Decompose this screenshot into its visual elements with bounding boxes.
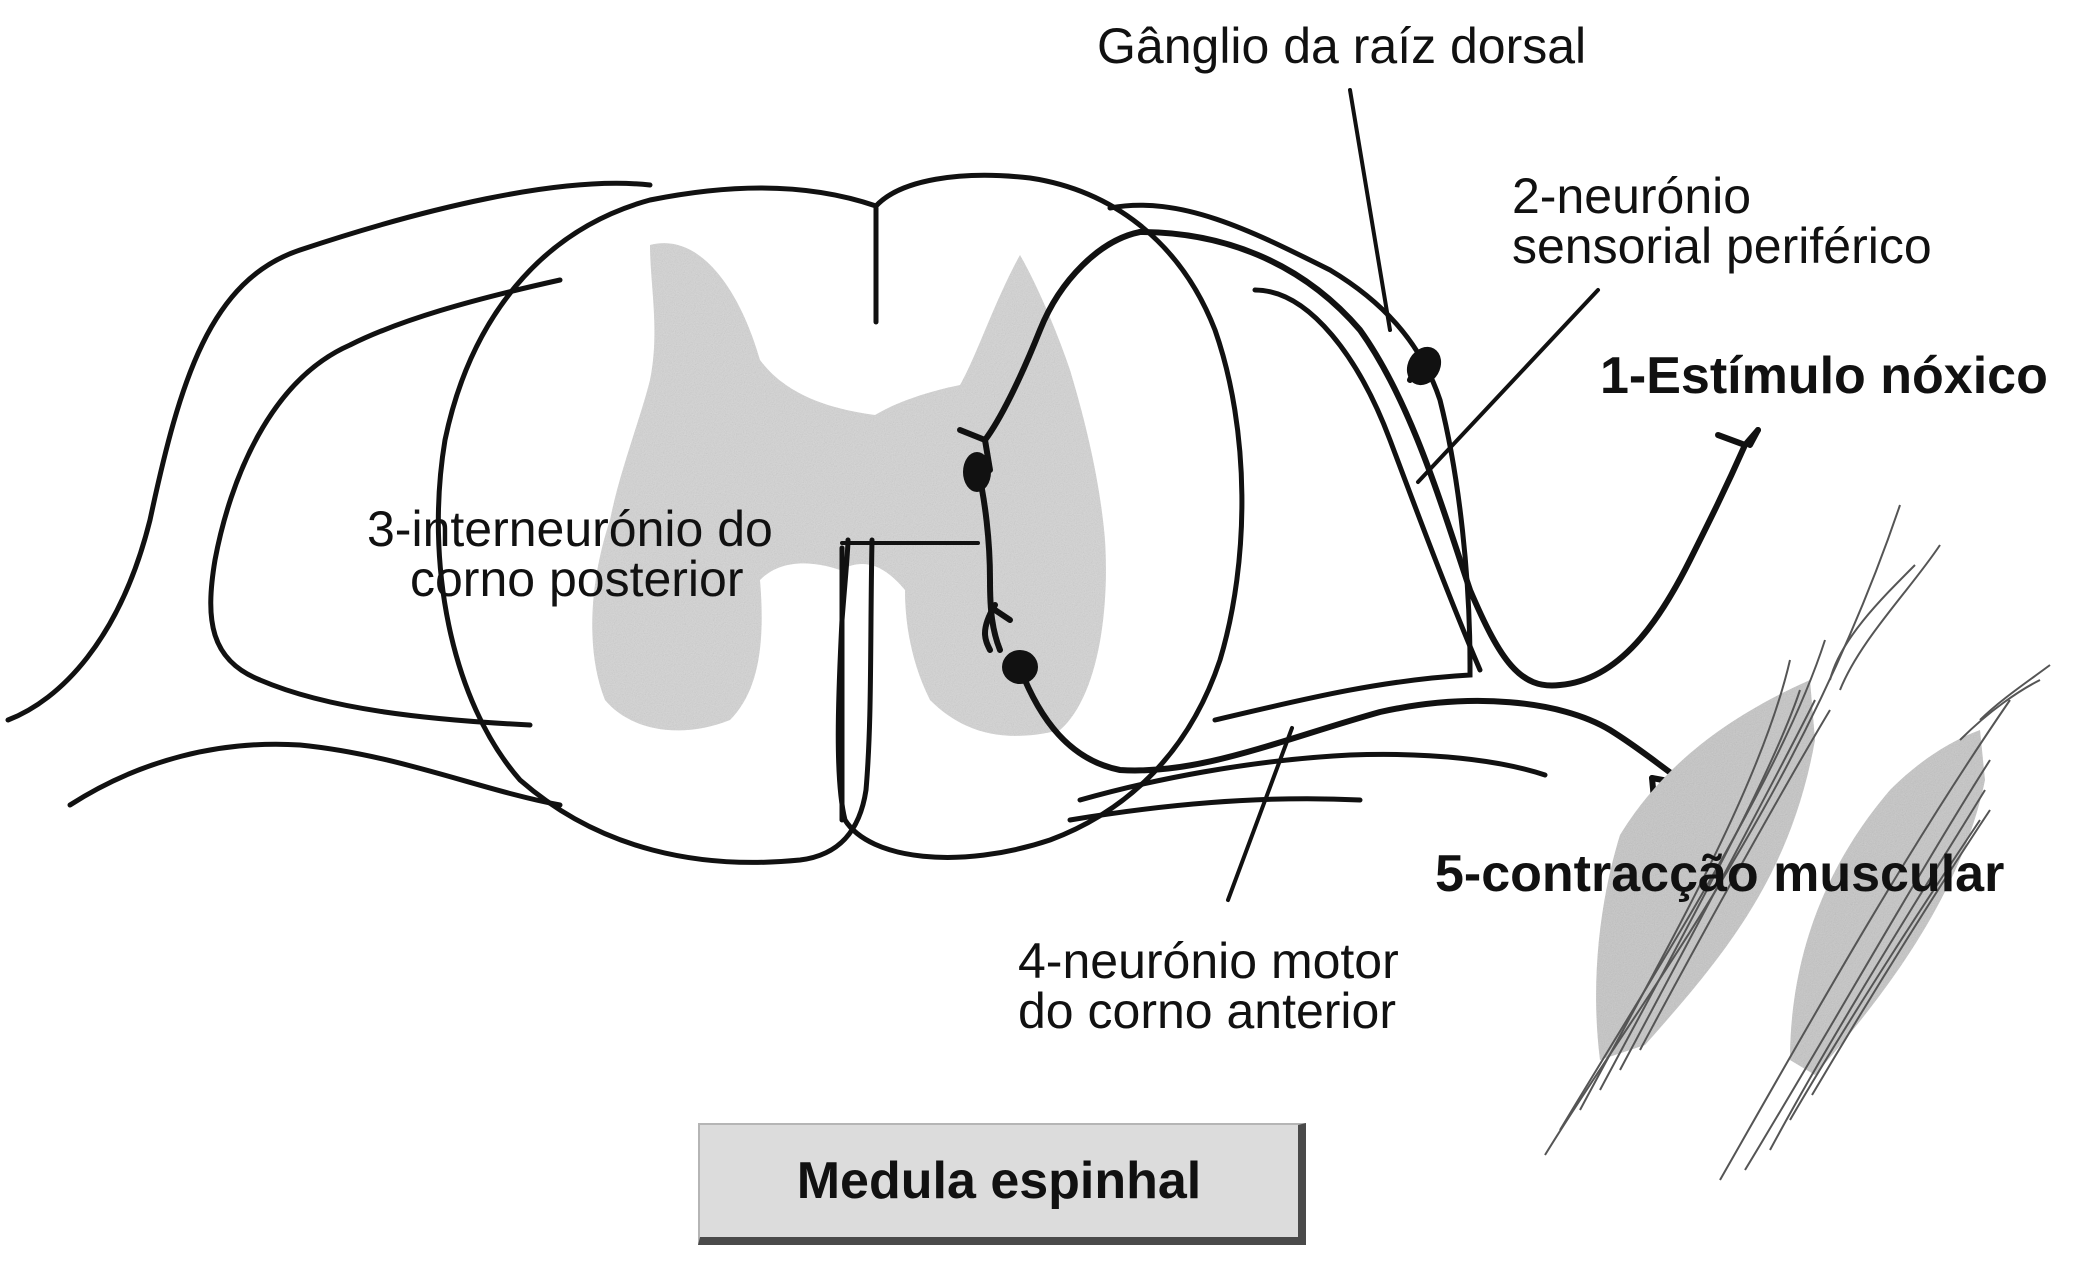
label-sensory-line2: sensorial periférico bbox=[1512, 220, 1932, 272]
leader-ganglion bbox=[1350, 90, 1390, 330]
title-box: Medula espinhal bbox=[698, 1123, 1306, 1245]
label-sensory-line1: 2-neurónio bbox=[1512, 170, 1751, 222]
muscle-fibers bbox=[1545, 505, 2050, 1180]
label-muscle: 5-contracção muscular bbox=[1435, 848, 2004, 900]
ganglion-cell-body bbox=[1400, 341, 1448, 392]
label-interneuron-line1: 3-interneurónio do bbox=[367, 503, 773, 555]
label-interneuron-line2: corno posterior bbox=[410, 553, 744, 605]
leader-sensory bbox=[1418, 290, 1598, 482]
motor-neuron-cell-body bbox=[1002, 650, 1038, 684]
nociceptor-ending bbox=[1718, 430, 1758, 445]
diagram-title: Medula espinhal bbox=[797, 1151, 1202, 1211]
label-ganglion: Gânglio da raíz dorsal bbox=[1097, 20, 1586, 72]
label-motor-line2: do corno anterior bbox=[1018, 985, 1396, 1037]
label-motor-line1: 4-neurónio motor bbox=[1018, 935, 1399, 987]
label-stimulus: 1-Estímulo nóxico bbox=[1600, 350, 2048, 402]
interneuron-cell-body bbox=[963, 452, 991, 492]
